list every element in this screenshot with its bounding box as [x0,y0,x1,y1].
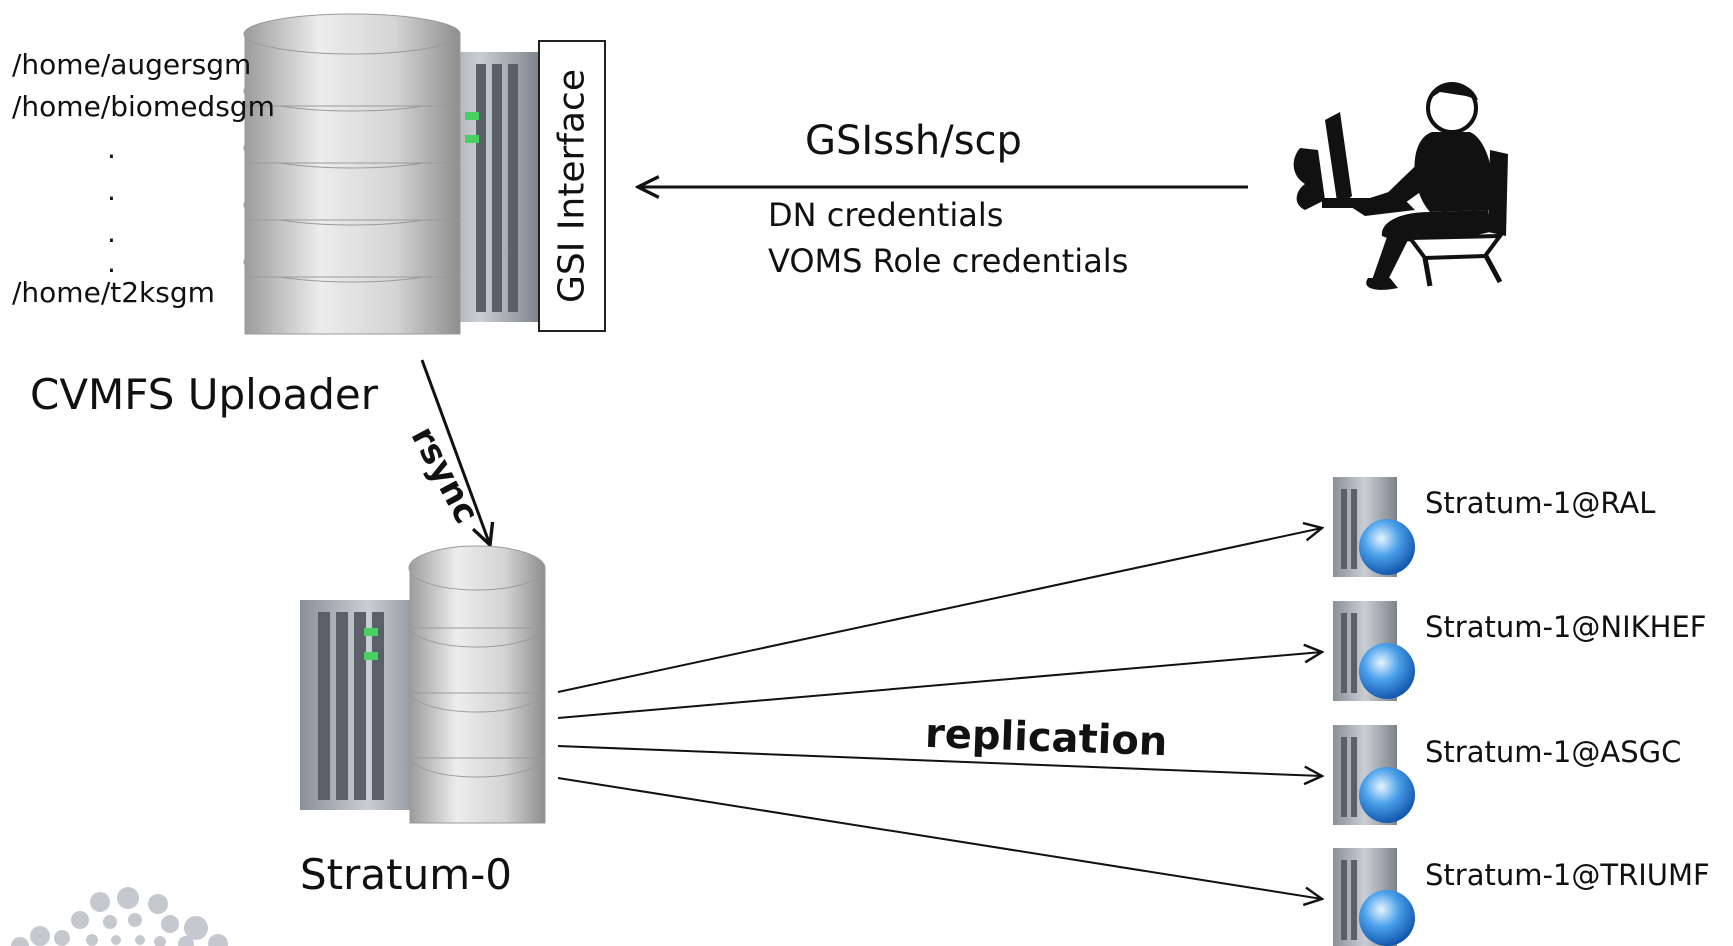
path-item: /home/biomedsgm [12,90,275,123]
stratum1-label-triumf: Stratum-1@TRIUMF [1425,858,1710,892]
stratum1-label-ral: Stratum-1@RAL [1425,486,1656,520]
path-item: /home/augersgm [12,48,252,81]
replication-arrows [557,528,1322,899]
uploader-server-icon [243,13,540,335]
protocol-label: GSIssh/scp [805,118,1022,164]
user-at-computer-icon [1293,82,1508,290]
credential-voms: VOMS Role credentials [768,242,1129,280]
replication-label: replication [924,710,1169,766]
path-ellipsis: . [107,246,116,279]
uploader-path-list: /home/augersgm /home/biomedsgm . . . . /… [12,44,275,314]
stratum1-label-asgc: Stratum-1@ASGC [1425,735,1682,769]
rsync-arrow [420,359,490,545]
gsi-interface-label: GSI Interface [551,69,593,303]
path-ellipsis: . [107,174,116,207]
dotted-logo [11,887,228,946]
stratum1-icons [1333,477,1415,946]
stratum0-server-icon [300,545,546,824]
stratum1-label-nikhef: Stratum-1@NIKHEF [1425,610,1707,644]
path-ellipsis: . [107,216,116,249]
path-ellipsis: . [107,132,116,165]
gsi-interface-box: GSI Interface [538,40,606,332]
credential-dn: DN credentials [768,196,1004,234]
uploader-label: CVMFS Uploader [30,370,378,419]
stratum0-label: Stratum-0 [300,850,513,899]
path-item: /home/t2ksgm [12,276,215,309]
